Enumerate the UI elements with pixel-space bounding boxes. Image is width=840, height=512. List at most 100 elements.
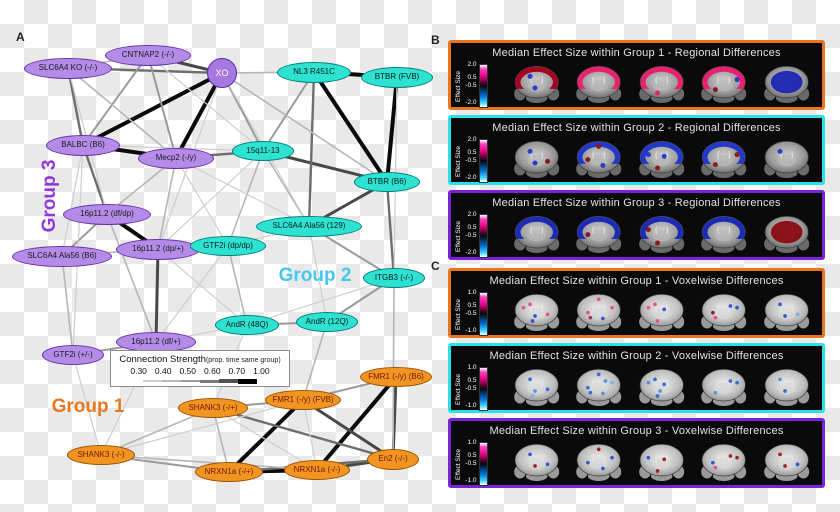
network-edge	[262, 150, 310, 227]
colorbar-tick: 0.5	[467, 149, 477, 156]
network-edge	[227, 245, 248, 326]
network-node-xo: XO	[207, 58, 237, 88]
colorbar-tick: -2.0	[465, 174, 477, 181]
effect-size-box-b2: Median Effect Size within Group 2 - Regi…	[448, 115, 825, 185]
group-2-label: Group 2	[278, 265, 352, 286]
network-node-shank3mm: SHANK3 (-/-)	[67, 445, 135, 465]
network-edge	[307, 71, 316, 227]
network-edge	[212, 406, 394, 461]
effect-size-box-c1: Median Effect Size within Group 1 - Voxe…	[448, 268, 825, 338]
legend-bar-segment	[200, 379, 219, 383]
colorbar-tick: -0.5	[465, 460, 477, 467]
brain-slice	[514, 294, 560, 331]
brain-slice	[763, 141, 809, 178]
colorbar-gradient	[478, 292, 488, 336]
colorbar-tick: 0.5	[467, 452, 477, 459]
network-node-btbrfvb: BTBR (FVB)	[361, 66, 433, 88]
network-node-fmr1b6: FMR1 (-/y) (B6)	[360, 367, 432, 387]
colorbar-tick: -0.5	[465, 232, 477, 239]
brain-slice	[514, 66, 560, 103]
colorbar-axis-label: Effect Size	[455, 220, 462, 252]
colorbar-axis-label: Effect Size	[455, 70, 462, 102]
network-node-btbrb6: BTBR (B6)	[354, 172, 420, 192]
network-node-andr48: AndR (48Q)	[215, 315, 279, 335]
colorbar-tick: 0.5	[467, 302, 477, 309]
brain-slice-row	[508, 441, 815, 481]
colorbar-tick: 1.0	[467, 439, 477, 446]
colorbar-axis-label: Effect Size	[455, 373, 462, 405]
network-node-ala56129: SLC6A4 Ala56 (129)	[256, 215, 362, 237]
network-edge	[175, 157, 229, 247]
brain-slice	[701, 369, 747, 406]
brain-slice	[514, 369, 560, 406]
legend-bar-segment	[238, 378, 257, 384]
legend-bar-segment	[143, 380, 162, 382]
effect-size-box-b1: Median Effect Size within Group 1 - Regi…	[448, 40, 825, 110]
colorbar-tick: -1.0	[465, 477, 477, 484]
colorbar-tick: 2.0	[467, 61, 477, 68]
brain-slice-row	[508, 138, 815, 178]
brain-slice-row	[508, 63, 815, 103]
colorbar-tick: -1.0	[465, 327, 477, 334]
network-node-balbc: BALBC (B6)	[46, 134, 120, 156]
network-node-andr12: AndR (12Q)	[296, 312, 358, 332]
effect-size-box-title: Median Effect Size within Group 1 - Regi…	[492, 47, 781, 59]
brain-slice	[576, 141, 622, 178]
network-node-nrxn1apm: NRXN1a (-/+)	[195, 462, 263, 482]
legend-value: 0.40	[154, 366, 172, 376]
brain-slice	[514, 444, 560, 481]
network-edge	[154, 248, 160, 343]
effect-size-colorbar: Effect Size 1.0 0.5-0.5 -1.0	[455, 364, 488, 411]
network-edge	[391, 376, 398, 460]
colorbar-gradient	[478, 442, 488, 486]
network-edge	[312, 70, 389, 184]
network-edge	[61, 255, 74, 356]
legend-bar-segment	[181, 379, 200, 383]
network-node-fmr1fvb: FMR1 (-/y) (FVB)	[265, 390, 341, 410]
brain-slice	[701, 66, 747, 103]
colorbar-tick: 1.0	[467, 364, 477, 371]
colorbar-tick: -1.0	[465, 402, 477, 409]
legend-gradient-bar	[143, 378, 257, 384]
network-node-ala56b6: SLC6A4 Ala56 (B6)	[12, 245, 112, 267]
colorbar-axis-label: Effect Size	[455, 145, 462, 177]
effect-size-box-title: Median Effect Size within Group 3 - Voxe…	[489, 425, 784, 437]
legend-title-row: Connection Strength(prop. time same grou…	[119, 354, 280, 365]
colorbar-ticks: 1.0 0.5-0.5 -1.0	[464, 364, 479, 410]
colorbar-tick: -0.5	[465, 385, 477, 392]
connection-strength-legend: Connection Strength(prop. time same grou…	[110, 350, 290, 387]
network-edge	[221, 72, 388, 183]
network-node-mecp2: Mecp2 (-/y)	[138, 147, 214, 169]
brain-slice	[701, 444, 747, 481]
colorbar-tick: 0.5	[467, 377, 477, 384]
network-edge	[106, 213, 157, 343]
colorbar-tick: -0.5	[465, 310, 477, 317]
brain-slice	[576, 444, 622, 481]
colorbar-axis-label: Effect Size	[455, 298, 462, 330]
network-node-p16dfdp: 16p11.2 (df/dp)	[63, 203, 151, 225]
network-node-p16dpp: 16p11.2 (dp/+)	[116, 238, 200, 260]
legend-subtitle: (prop. time same group)	[205, 357, 281, 364]
network-edge	[262, 71, 315, 152]
brain-slice	[576, 66, 622, 103]
network-edge	[302, 321, 328, 401]
effect-size-box-title: Median Effect Size within Group 1 - Voxe…	[489, 275, 784, 287]
brain-slice	[763, 294, 809, 331]
brain-slice	[639, 216, 685, 253]
colorbar-gradient	[478, 214, 488, 258]
legend-bar-segment	[219, 379, 238, 383]
legend-value: 0.60	[204, 366, 221, 376]
network-node-q15: 15q11-13	[232, 141, 294, 161]
legend-value: 0.50	[179, 366, 196, 376]
brain-slice	[701, 141, 747, 178]
effect-size-box-title: Median Effect Size within Group 2 - Voxe…	[489, 350, 784, 362]
legend-bar-segment	[162, 380, 181, 382]
brain-slice	[639, 444, 685, 481]
